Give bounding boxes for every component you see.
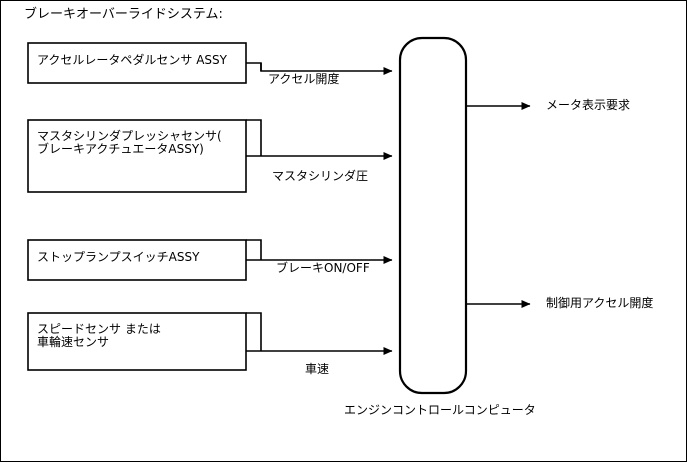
signal-label-master-cylinder-pressure: マスタシリンダ圧 — [272, 169, 369, 183]
source-label-master-cylinder-pressure-sensor-line1: マスタシリンダプレッシャセンサ( — [37, 129, 222, 143]
source-label-master-cylinder-pressure-sensor-line2: ブレーキアクチュエータASSY) — [37, 142, 204, 156]
output-label-meter-display-request: メータ表示要求 — [546, 98, 631, 112]
source-label-speed-sensor-line2: 車輪速センサ — [37, 335, 110, 349]
source-label-speed-sensor-line1: スピードセンサ または — [37, 322, 161, 336]
source-label-stop-lamp-switch: ストップランプスイッチASSY — [37, 250, 200, 264]
output-label-control-accel-opening: 制御用アクセル開度 — [546, 296, 654, 310]
ecu-caption: エンジンコントロールコンピュータ — [344, 403, 536, 417]
drop-segment-2 — [246, 119, 262, 156]
source-box-accel-pedal-sensor — [27, 42, 247, 84]
drop-segment-4 — [246, 312, 262, 351]
source-box-master-cylinder-pressure-sensor — [27, 119, 247, 193]
signal-label-vehicle-speed: 車速 — [305, 362, 330, 376]
source-label-accel-pedal-sensor: アクセルレータペダルセンサ ASSY — [37, 53, 227, 67]
drop-segment-3 — [246, 239, 262, 260]
page-title: ブレーキオーバーライドシステム: — [24, 7, 223, 22]
ecu-box — [398, 36, 468, 395]
signal-label-accel-opening: アクセル開度 — [268, 72, 340, 86]
source-box-speed-sensor — [27, 312, 247, 371]
signal-label-brake-on-off: ブレーキON/OFF — [276, 261, 370, 275]
connector-accel-pedal-sensor — [246, 62, 393, 75]
